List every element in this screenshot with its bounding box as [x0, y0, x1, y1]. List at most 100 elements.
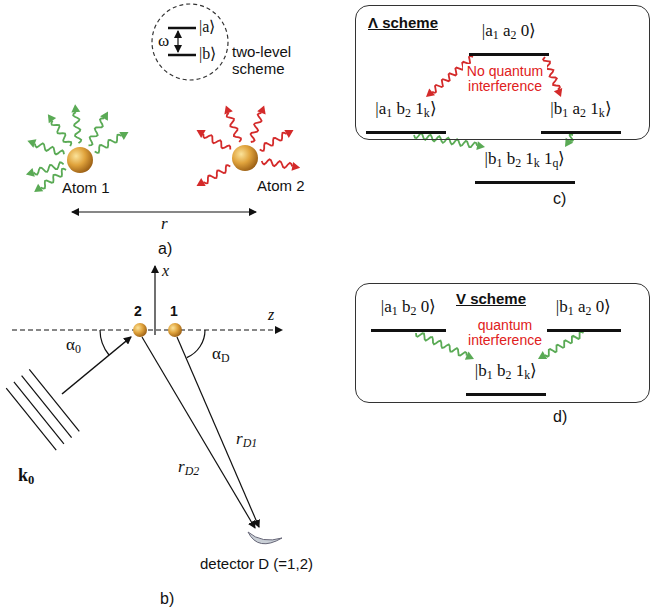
wavy-line: [95, 135, 122, 153]
figure-label: rD1: [236, 430, 257, 449]
arrow-head: [257, 105, 265, 114]
atom-sphere: [133, 323, 147, 337]
emission-arrow: [71, 104, 81, 143]
wavy-line: [545, 332, 584, 357]
detector-dish: [248, 532, 282, 544]
figure-label: z: [268, 306, 274, 324]
figure-label: ω: [158, 32, 169, 51]
wavefront-line: [22, 376, 72, 438]
arrow-head: [71, 104, 80, 112]
state-label: |b1 b2 1k 1q⟩: [485, 148, 566, 169]
wavy-line: [227, 113, 241, 142]
figure-label: 2: [134, 304, 142, 319]
wavefronts: [6, 369, 79, 450]
atom-sphere: [168, 323, 182, 337]
arrow-head: [476, 141, 485, 150]
energy-level: |b1 a2 0⟩: [546, 296, 621, 332]
state-label: |b1 b2 1k⟩: [475, 360, 537, 381]
figure-label: b): [160, 590, 174, 608]
arrow-head: [119, 132, 128, 140]
figure-label: α0: [66, 336, 81, 355]
level-line: [168, 27, 196, 30]
state-label: |b1 a2 1k⟩: [550, 98, 611, 119]
angle-arc: [100, 330, 109, 355]
arrow-head: [291, 162, 300, 171]
energy-level: |b1 a2 1k⟩: [541, 98, 621, 134]
emission-arrow: [48, 114, 71, 146]
arrow-head: [224, 105, 232, 114]
state-label: |b1 a2 0⟩: [556, 296, 611, 317]
arrow-head: [465, 352, 474, 360]
arrow-head: [34, 184, 43, 192]
wavy-line: [51, 121, 71, 146]
x-axis: [154, 266, 155, 335]
wavy-line: [203, 165, 230, 183]
level-line: [168, 54, 196, 57]
wavy-line: [73, 112, 81, 143]
arrow-head: [197, 178, 206, 186]
atom-sphere: [232, 145, 258, 171]
wavy-line: [34, 162, 64, 174]
emission-arrow: [26, 162, 64, 176]
emission-arrow: [251, 105, 266, 142]
figure-label: Atom 1: [62, 180, 110, 197]
wavy-line: [89, 118, 105, 145]
energy-level: |b1 b2 1k 1q⟩: [475, 148, 575, 184]
wavefront-line: [6, 388, 56, 450]
figure-label: two-level scheme: [232, 44, 312, 77]
energy-level: |a1 b2 0⟩: [371, 296, 446, 332]
distance-arrow: [72, 211, 256, 212]
figure-label: r: [161, 215, 168, 234]
wavy-line: [414, 134, 477, 148]
energy-level: |b1 b2 1k⟩: [466, 360, 546, 396]
figure-label: 1: [170, 304, 178, 319]
figure-label: x: [162, 262, 169, 280]
emission-arrow: [260, 130, 294, 151]
wavy-line: [35, 143, 64, 154]
arrow-head: [100, 112, 108, 121]
emission-arrow: [27, 139, 64, 154]
figure-label: detector D (=1,2): [200, 556, 313, 573]
figure-label: |a⟩: [199, 18, 215, 36]
transition-arrow: [565, 135, 573, 148]
arrow-head: [426, 88, 435, 97]
emission-arrow: [95, 132, 129, 153]
emission-arrow: [197, 165, 231, 186]
arrow-head: [554, 88, 562, 97]
distance-line: [177, 337, 259, 527]
state-label: |a1 a2 0⟩: [482, 20, 536, 41]
energy-level: |a1 b2 1k⟩: [366, 98, 446, 134]
state-label: |a1 b2 1k⟩: [375, 98, 436, 119]
angle-arc: [187, 330, 205, 358]
frequency-arrow: [177, 31, 178, 52]
emission-arrow: [224, 105, 241, 142]
arrow-head: [26, 168, 35, 177]
figure-label: Atom 2: [257, 178, 305, 195]
figure-label: |b⟩: [199, 45, 216, 63]
figure-label: rD2: [178, 458, 199, 477]
emission-arrow: [89, 112, 109, 146]
wavy-line: [262, 159, 293, 168]
atom-sphere: [67, 147, 93, 173]
scheme-title: V scheme: [456, 290, 526, 307]
figure-label: αD: [212, 345, 230, 364]
arrow-head: [27, 139, 36, 147]
energy-level: |a1 a2 0⟩: [469, 20, 549, 56]
wave-vector-arrow: [62, 337, 131, 394]
wavefront-line: [29, 369, 79, 431]
wavefront-line: [14, 382, 64, 444]
state-label: |a1 b2 0⟩: [381, 296, 436, 317]
emission-arrow: [34, 169, 66, 192]
arrow-head: [48, 114, 56, 123]
figure-label: a): [158, 240, 172, 258]
wavy-line: [203, 134, 230, 150]
emission-arrow: [262, 159, 300, 170]
figure-label: k0: [18, 466, 34, 486]
figure-label: c): [553, 190, 566, 208]
wavy-line: [260, 133, 287, 151]
arrow-head: [197, 130, 206, 138]
interference-note: quantum interference: [463, 318, 547, 349]
scheme-title: Λ scheme: [368, 14, 438, 31]
arrow-head: [538, 351, 547, 359]
